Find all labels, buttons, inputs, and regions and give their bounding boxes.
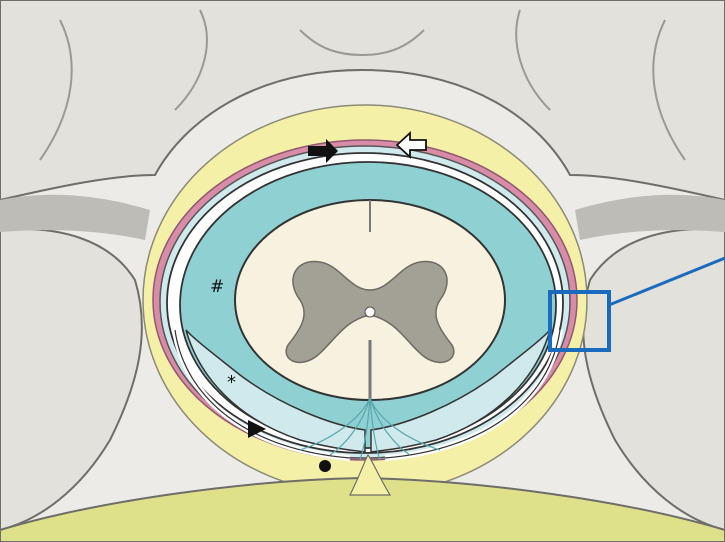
asterisk-label: * [227,372,236,393]
hash-label: # [210,277,224,297]
central-canal [365,307,375,317]
dot-icon [319,460,331,472]
